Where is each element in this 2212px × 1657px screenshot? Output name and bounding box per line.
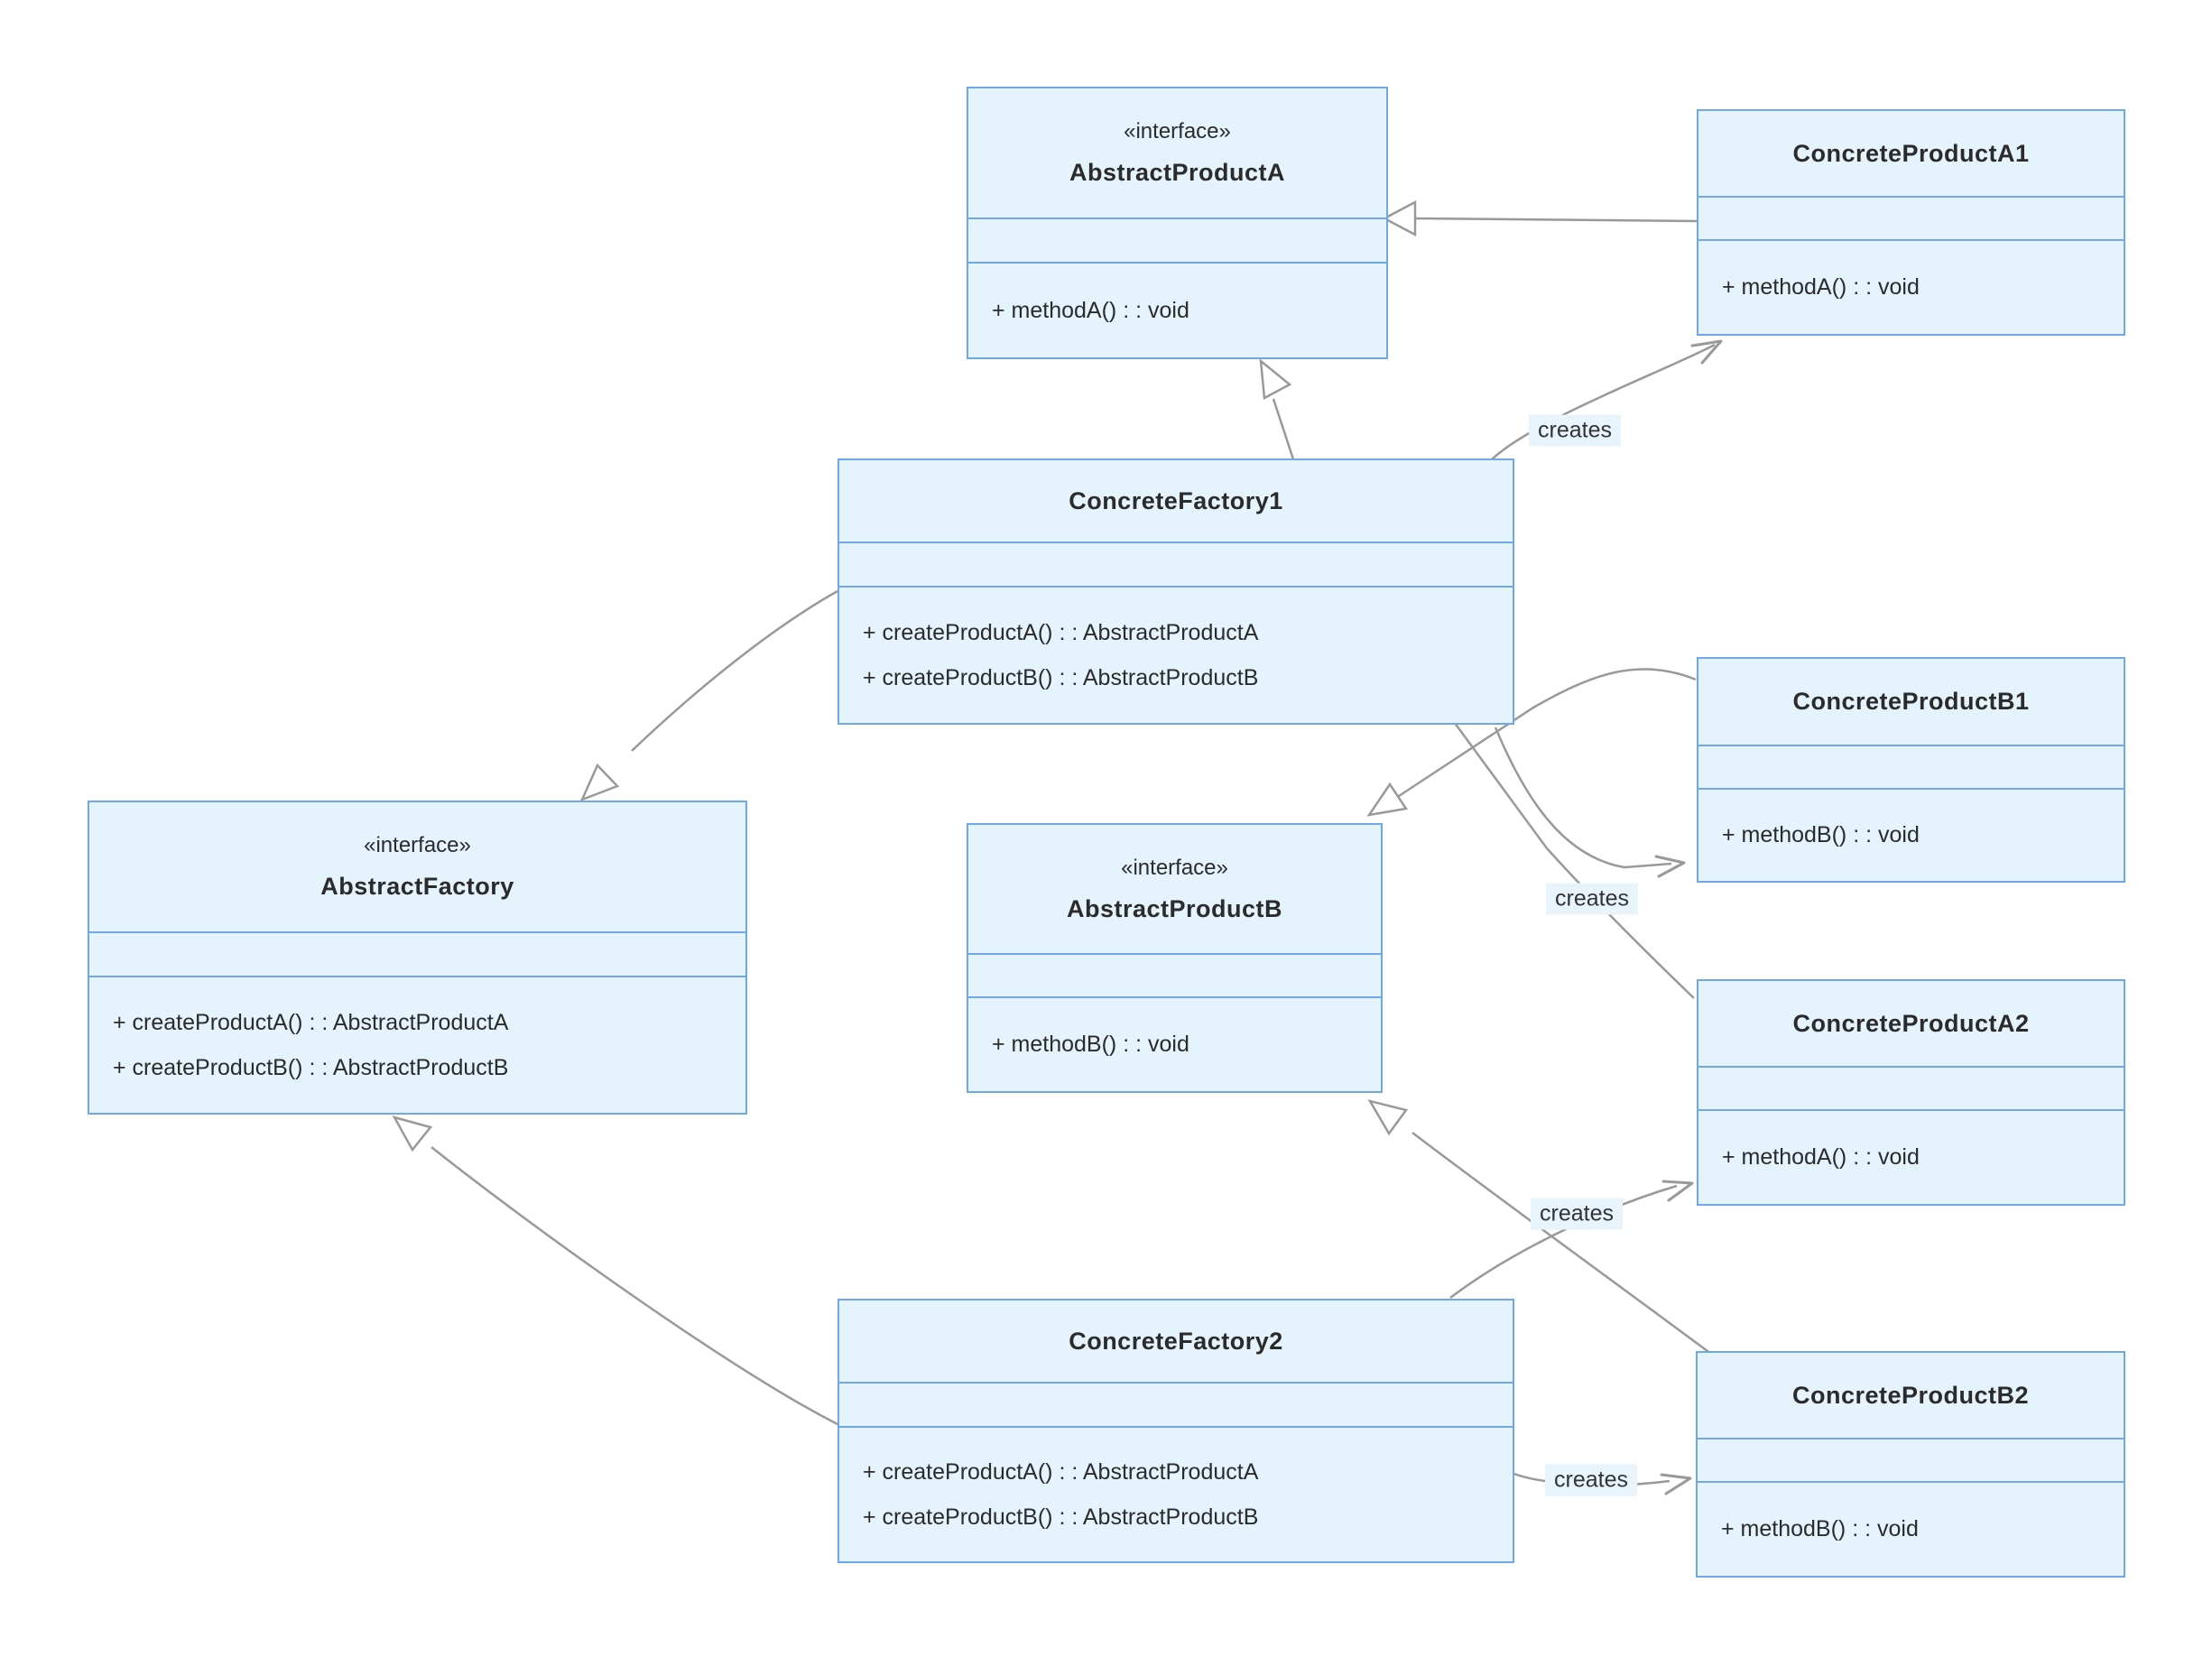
class-header: ConcreteProductB2 [1698,1353,2124,1438]
attributes-compartment [1698,1438,2124,1481]
attributes-compartment [839,542,1513,586]
method-item: + methodA() : : void [1722,1144,1920,1170]
class-box-concrete-product-b1[interactable]: ConcreteProductB1 + methodB() : : void [1697,657,2125,883]
class-header: ConcreteProductA2 [1698,981,2124,1066]
method-item: + methodB() : : void [1721,1516,1919,1541]
method-item: + methodB() : : void [1722,822,1920,847]
open-arrowhead-icon [1690,339,1723,365]
hollow-triangle-icon [1259,358,1292,400]
attributes-compartment [968,218,1386,262]
attributes-compartment [1698,196,2124,239]
creates-line-cf2-cpa2 [1449,1184,1678,1299]
class-box-concrete-product-a1[interactable]: ConcreteProductA1 + methodA() : : void [1697,109,2125,336]
relationship-line-cpa1-apa [1414,217,1698,223]
methods-compartment: + methodA() : : void [968,262,1386,357]
class-box-concrete-product-a2[interactable]: ConcreteProductA2 + methodA() : : void [1697,979,2125,1206]
open-arrowhead-icon [1654,855,1686,878]
methods-compartment: + methodA() : : void [1698,1109,2124,1204]
open-arrowhead-icon [1661,1180,1694,1202]
hollow-triangle-icon [579,763,620,802]
attributes-compartment [839,1382,1513,1426]
stereotype-label: «interface» [1121,855,1228,880]
attributes-compartment [968,953,1381,996]
relationship-line-cpa2-apa [1272,398,1695,999]
methods-compartment: + createProductA() : : AbstractProductA … [89,976,745,1113]
class-box-concrete-factory-1[interactable]: ConcreteFactory1 + createProductA() : : … [838,458,1514,725]
methods-compartment: + methodB() : : void [968,996,1381,1091]
method-item: + createProductB() : : AbstractProductB [863,664,1259,690]
relationship-line-cf1-af [631,589,838,752]
attributes-compartment [89,931,745,976]
class-title: ConcreteProductA1 [1792,139,2030,167]
class-title: AbstractProductB [1066,894,1283,922]
hollow-triangle-icon [1367,1099,1409,1136]
class-box-abstract-factory[interactable]: «interface» AbstractFactory + createProd… [88,801,747,1115]
class-header: ConcreteFactory1 [839,460,1513,542]
methods-compartment: + methodB() : : void [1698,788,2124,881]
method-item: + methodA() : : void [1722,274,1920,300]
methods-compartment: + methodB() : : void [1698,1481,2124,1576]
class-header: ConcreteProductA1 [1698,111,2124,196]
stereotype-label: «interface» [1124,119,1231,143]
creates-line-cf1-cpb1 [1494,727,1672,869]
class-header: ConcreteProductB1 [1698,659,2124,745]
class-header: «interface» AbstractFactory [89,802,745,931]
class-title: ConcreteFactory1 [1069,486,1283,514]
hollow-triangle-icon [392,1115,433,1152]
stereotype-label: «interface» [364,833,471,857]
method-item: + methodB() : : void [992,1032,1189,1057]
methods-compartment: + createProductA() : : AbstractProductA … [839,1426,1513,1561]
class-header: «interface» AbstractProductB [968,825,1381,953]
class-title: ConcreteProductA2 [1792,1009,2030,1037]
class-title: AbstractFactory [320,873,514,900]
method-item: + createProductB() : : AbstractProductB [863,1504,1259,1530]
class-title: ConcreteProductB1 [1792,688,2030,715]
class-title: AbstractProductA [1069,159,1286,186]
method-item: + methodA() : : void [992,297,1189,323]
class-title: ConcreteProductB2 [1791,1381,2030,1409]
edge-label-creates-cf1-cpb1: creates [1546,883,1638,915]
method-item: + createProductB() : : AbstractProductB [113,1054,509,1080]
class-header: «interface» AbstractProductA [968,88,1386,218]
attributes-compartment [1698,745,2124,788]
edge-label-creates-cf1-cpa1: creates [1529,414,1621,447]
open-arrowhead-icon [1660,1473,1692,1495]
class-header: ConcreteFactory2 [839,1301,1513,1382]
method-item: + createProductA() : : AbstractProductA [113,1009,509,1035]
edge-label-creates-cf2-cpb2: creates [1545,1464,1637,1496]
creates-line-cf1-cpa1 [1491,343,1716,460]
class-box-abstract-product-b[interactable]: «interface» AbstractProductB + methodB()… [967,823,1383,1093]
relationship-line-cpb1-apb [1395,668,1697,800]
class-box-concrete-factory-2[interactable]: ConcreteFactory2 + createProductA() : : … [838,1299,1514,1563]
class-box-concrete-product-b2[interactable]: ConcreteProductB2 + methodB() : : void [1696,1351,2125,1578]
relationship-line-cpb2-apb [1411,1132,1719,1361]
class-box-abstract-product-a[interactable]: «interface» AbstractProductA + methodA()… [967,87,1388,359]
method-item: + createProductA() : : AbstractProductA [863,619,1259,645]
edge-label-creates-cf2-cpa2: creates [1531,1198,1623,1230]
methods-compartment: + createProductA() : : AbstractProductA … [839,586,1513,723]
class-title: ConcreteFactory2 [1069,1327,1283,1355]
methods-compartment: + methodA() : : void [1698,239,2124,334]
method-item: + createProductA() : : AbstractProductA [863,1458,1259,1485]
attributes-compartment [1698,1066,2124,1109]
hollow-triangle-icon [1382,199,1417,237]
hollow-triangle-icon [1366,782,1409,817]
relationship-line-cf2-af [430,1146,838,1426]
